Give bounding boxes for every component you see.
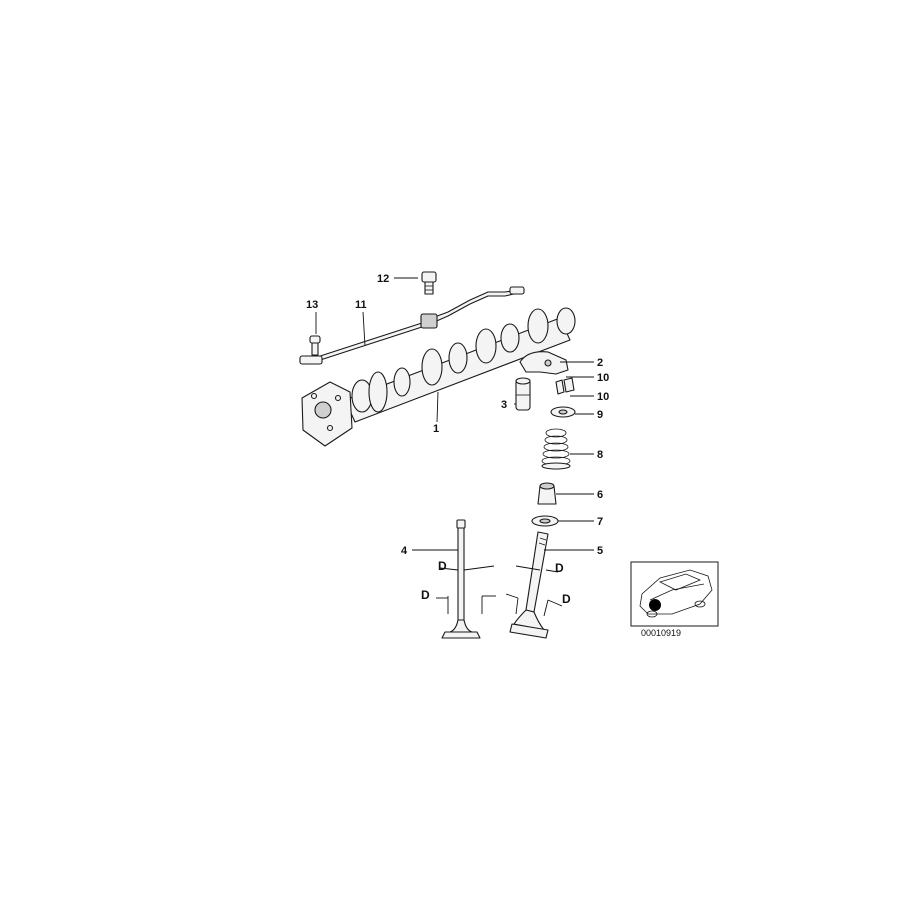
vehicle-location-inset [630, 561, 719, 627]
dimension-label-intake-upper: D [438, 559, 447, 573]
tube-end-left [299, 355, 323, 365]
label-9: 9 [597, 409, 603, 421]
label-12: 12 [377, 273, 389, 285]
spring-retainer [550, 406, 576, 418]
dimension-label-exhaust-upper: D [555, 561, 564, 575]
screw [309, 335, 321, 356]
valve-stem-seal [537, 482, 557, 505]
label-13: 13 [306, 299, 318, 311]
reference-number: 00010919 [641, 628, 681, 638]
exhaust-valve [509, 531, 549, 639]
camshaft [301, 307, 576, 447]
valve-spring [541, 428, 571, 470]
leader-lines [315, 277, 594, 551]
label-6: 6 [597, 489, 603, 501]
label-3: 3 [501, 399, 507, 411]
label-4: 4 [401, 545, 408, 557]
dimension-lines [436, 565, 563, 617]
oil-tube [299, 286, 525, 365]
hollow-bolt [421, 271, 437, 295]
tube-banjo-fitting [420, 313, 438, 329]
valve-collets [555, 377, 575, 395]
label-2: 2 [597, 357, 603, 369]
label-5: 5 [597, 545, 603, 557]
tube-end-right [509, 286, 525, 295]
rocker-arm [519, 351, 569, 375]
location-marker-icon [649, 599, 661, 611]
spring-seat-washer [531, 515, 559, 527]
intake-valve [441, 519, 481, 639]
label-11: 11 [355, 299, 367, 311]
label-10-top: 10 [597, 372, 609, 384]
label-1: 1 [433, 423, 439, 435]
label-10-bottom: 10 [597, 391, 609, 403]
hydraulic-tappet [515, 377, 531, 411]
dimension-label-intake-lower: D [421, 588, 430, 602]
label-7: 7 [597, 516, 603, 528]
label-8: 8 [597, 449, 603, 461]
car-outline-icon [639, 569, 713, 618]
dimension-label-exhaust-lower: D [562, 592, 571, 606]
